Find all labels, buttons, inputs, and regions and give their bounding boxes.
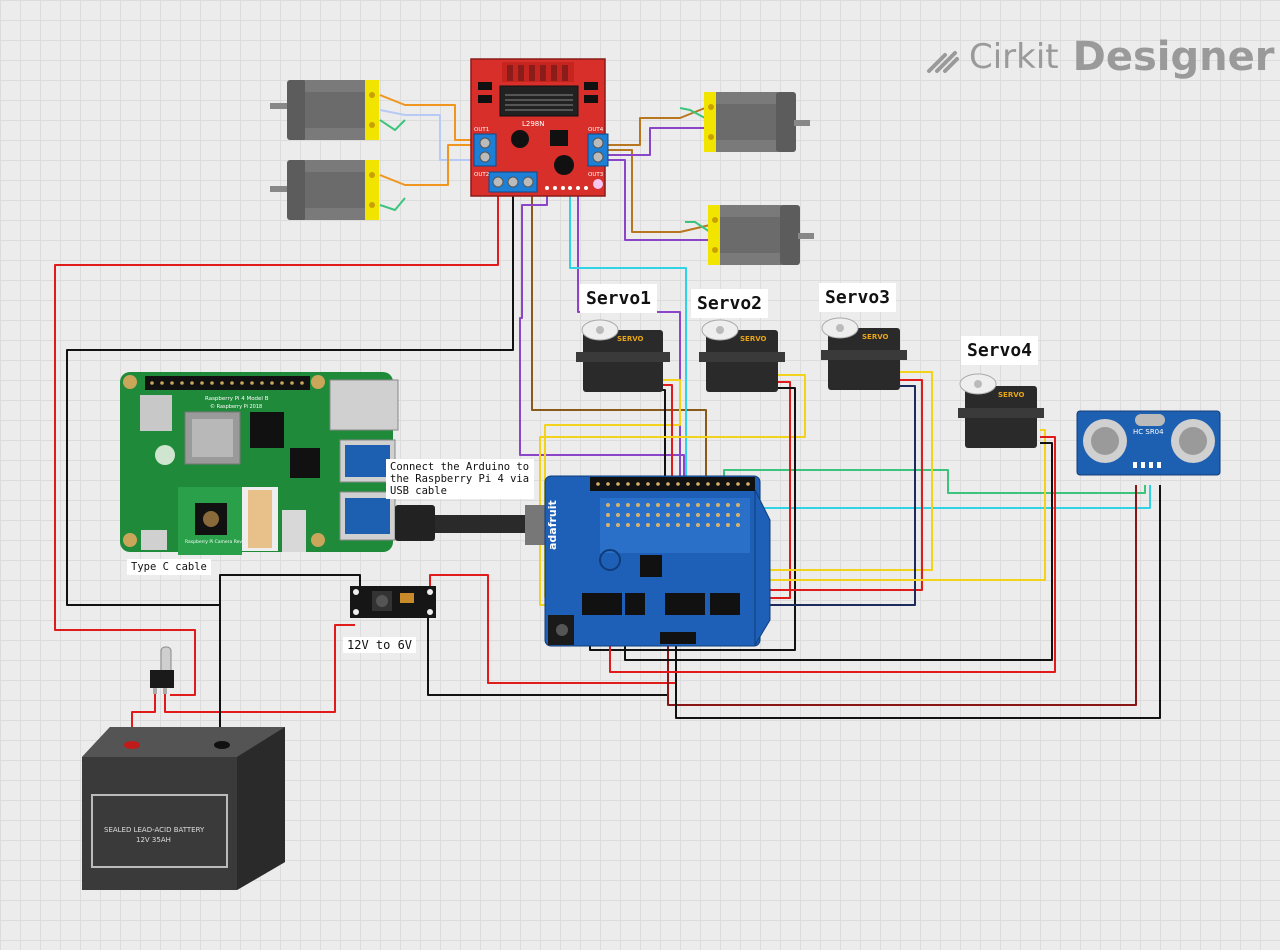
l298n-motor-driver[interactable]: L298N OUT1 OUT2 OUT4 OUT3 xyxy=(470,58,609,197)
dc-motor-3[interactable] xyxy=(704,92,810,152)
dc-motor-2[interactable] xyxy=(270,160,379,220)
servo3-brand: SERVO xyxy=(862,333,889,341)
servo-1[interactable]: SERVO xyxy=(576,319,670,392)
wire-black-sensor-gnd[interactable] xyxy=(675,485,1161,719)
dc-motor-4[interactable] xyxy=(708,205,814,265)
wire-orange-motor3[interactable] xyxy=(600,107,706,146)
wire-green-motor1[interactable] xyxy=(379,119,406,131)
wire-servo4-power[interactable] xyxy=(609,436,1056,673)
hc-sr04-ultrasonic-sensor[interactable]: HC SR04 xyxy=(1076,410,1221,476)
brand-name-part1: Cirkit xyxy=(969,37,1059,77)
battery-negative-terminal[interactable] xyxy=(214,741,230,749)
shield-brand-label: adafruit xyxy=(546,500,559,550)
wire-orange-motor4[interactable] xyxy=(600,149,711,233)
raspberry-pi-4[interactable]: Raspberry Pi 4 Model B © Raspberry Pi 20… xyxy=(120,372,399,555)
wire-green-motor2[interactable] xyxy=(379,197,406,211)
cirkit-logo-icon xyxy=(927,51,959,73)
driver-out1-label: OUT1 xyxy=(474,127,489,133)
arduino-with-adafruit-servo-shield[interactable]: adafruit xyxy=(544,475,771,647)
wire-green-motor4[interactable] xyxy=(685,221,711,233)
sensor-model-label: HC SR04 xyxy=(1133,428,1164,436)
usb-cable[interactable] xyxy=(395,505,549,545)
wire-orange-motor2[interactable] xyxy=(379,144,478,186)
servo4-brand: SERVO xyxy=(998,391,1025,399)
driver-chip-label: L298N xyxy=(522,120,545,128)
buck-converter-12v-to-6v[interactable] xyxy=(350,586,436,618)
driver-out2-label: OUT2 xyxy=(474,172,489,178)
wire-red-driver-to-switch[interactable] xyxy=(54,192,499,696)
battery-label-line2: 12V 35AH xyxy=(136,836,171,844)
wire-black-converter-gnd[interactable] xyxy=(219,574,361,605)
pi-model-label: Raspberry Pi 4 Model B xyxy=(205,396,269,402)
wire-lightblue-motor1[interactable] xyxy=(379,109,478,161)
cirkit-designer-logo: Cirkit Designer xyxy=(925,32,1274,82)
servo4-label: Servo4 xyxy=(961,336,1039,365)
servo1-label: Servo1 xyxy=(580,284,658,313)
toggle-switch[interactable] xyxy=(150,646,174,694)
pi-camera-module: Raspberry Pi Camera Rev 1.3 xyxy=(178,487,278,555)
dc-motor-1[interactable] xyxy=(270,80,379,140)
usb-connection-note: Connect the Arduino to the Raspberry Pi … xyxy=(386,459,534,499)
pi-camera-label: Raspberry Pi Camera Rev 1.3 xyxy=(185,539,251,545)
wire-red-switch-to-converter[interactable] xyxy=(164,624,355,713)
battery-label-line1: SEALED LEAD-ACID BATTERY xyxy=(104,826,205,834)
converter-label: 12V to 6V xyxy=(343,637,417,653)
wire-green-sensor-trig[interactable] xyxy=(723,469,1146,494)
servo-4[interactable]: SERVO xyxy=(958,373,1044,448)
wire-green-motor3[interactable] xyxy=(679,107,706,119)
wire-brown-driver-enable[interactable] xyxy=(531,192,707,485)
pi-copyright-label: © Raspberry Pi 2018 xyxy=(210,403,262,410)
battery-positive-terminal[interactable] xyxy=(124,741,140,749)
wire-black-driver-gnd[interactable] xyxy=(66,192,514,745)
driver-out4-label: OUT4 xyxy=(588,127,604,133)
wire-purple-motor4[interactable] xyxy=(600,159,710,241)
servo3-label: Servo3 xyxy=(819,283,897,312)
servo-3[interactable]: SERVO xyxy=(821,317,907,390)
servo-2[interactable]: SERVO xyxy=(699,319,785,392)
servo1-brand: SERVO xyxy=(617,335,644,343)
wire-purple-motor3[interactable] xyxy=(600,127,705,156)
wire-purple-in1[interactable] xyxy=(519,192,685,485)
type-c-cable-label: Type C cable xyxy=(127,559,211,575)
lead-acid-battery[interactable]: SEALED LEAD-ACID BATTERY 12V 35AH xyxy=(82,727,285,890)
wire-orange-motor1[interactable] xyxy=(379,94,478,141)
servo2-brand: SERVO xyxy=(740,335,767,343)
driver-out3-label: OUT3 xyxy=(588,172,604,178)
wire-cyan-in3[interactable] xyxy=(569,192,687,485)
brand-name-part2: Designer xyxy=(1072,34,1275,80)
servo2-label: Servo2 xyxy=(691,289,769,318)
